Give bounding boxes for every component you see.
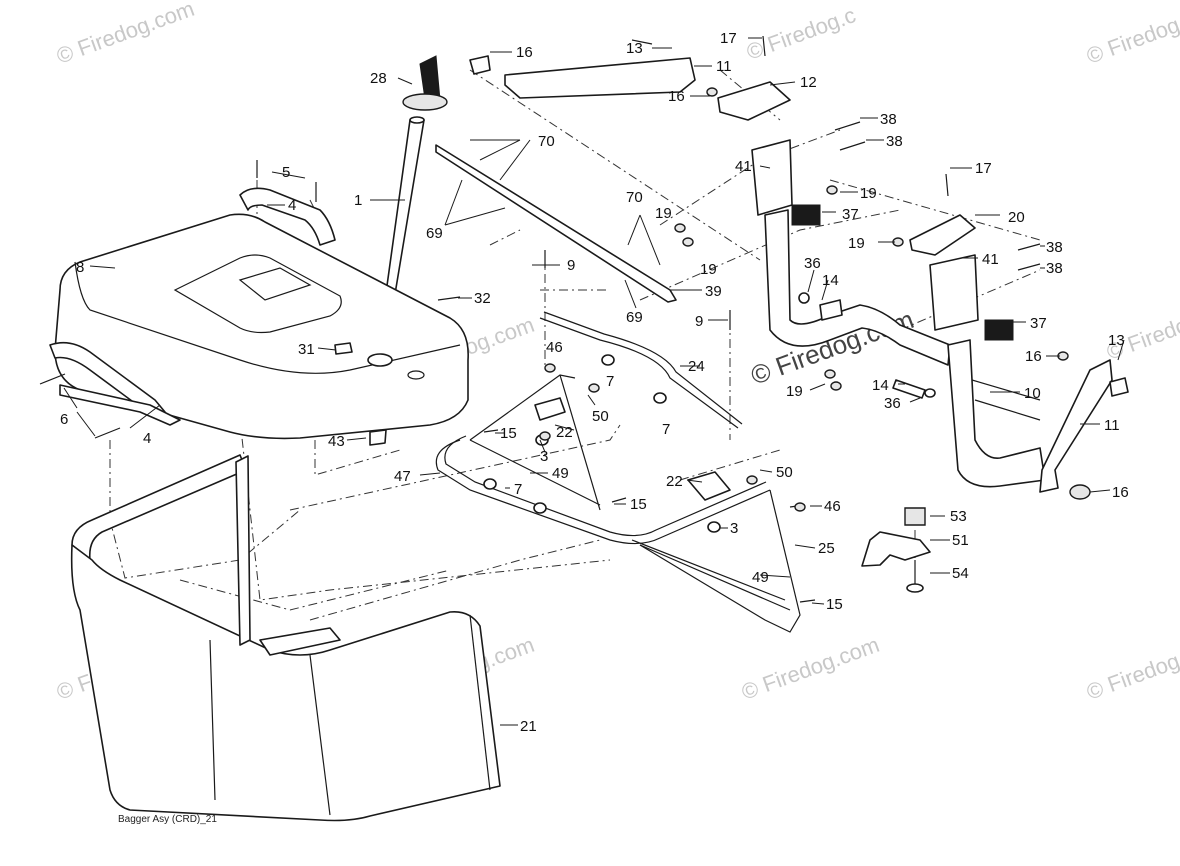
callout-41: 41 (982, 251, 999, 268)
pad-37-upper (791, 204, 821, 226)
callout-1: 1 (354, 192, 362, 209)
callout-24: 24 (688, 358, 705, 375)
callout-19: 19 (700, 261, 717, 278)
bracket-41-upper (751, 139, 793, 216)
callout-37: 37 (1030, 315, 1047, 332)
callout-22: 22 (666, 473, 683, 490)
callout-13: 13 (626, 40, 643, 57)
callout-46: 46 (824, 498, 841, 515)
callout-32: 32 (474, 290, 491, 307)
callout-19: 19 (848, 235, 865, 252)
callout-19: 19 (860, 185, 877, 202)
callout-49: 49 (752, 569, 769, 586)
diagram-caption: Bagger Asy (CRD)_21 (118, 814, 217, 825)
watermark: © Firedog (1083, 12, 1180, 69)
clip-20 (909, 214, 976, 256)
callout-38: 38 (886, 133, 903, 150)
top-strap (504, 57, 696, 99)
leader-lines (63, 37, 1125, 726)
callout-4: 4 (143, 430, 151, 447)
callout-38: 38 (880, 111, 897, 128)
callout-5: 5 (282, 164, 290, 181)
callout-28: 28 (370, 70, 387, 87)
callout-25: 25 (818, 540, 835, 557)
callout-50: 50 (776, 464, 793, 481)
callout-16: 16 (1025, 348, 1042, 365)
callout-43: 43 (328, 433, 345, 450)
callout-51: 51 (952, 532, 969, 549)
side-strap (1039, 359, 1113, 493)
callout-36: 36 (804, 255, 821, 272)
callout-46: 46 (546, 339, 563, 356)
callout-11: 11 (716, 58, 732, 75)
callout-38: 38 (1046, 260, 1063, 277)
callout-12: 12 (800, 74, 817, 91)
cover-handle-top (239, 187, 336, 246)
callout-7: 7 (514, 481, 522, 498)
callout-70: 70 (538, 133, 555, 150)
watermark: © Firedog.com (53, 0, 197, 69)
callout-38: 38 (1046, 239, 1063, 256)
callout-10: 10 (1024, 385, 1041, 402)
assembly-lines (109, 69, 1041, 621)
callout-7: 7 (606, 373, 614, 390)
latch-bracket (861, 507, 931, 593)
callout-41: 41 (735, 158, 752, 175)
callout-16: 16 (516, 44, 533, 61)
callout-20: 20 (1008, 209, 1025, 226)
callout-36: 36 (884, 395, 901, 412)
callout-6: 6 (60, 411, 68, 428)
callout-54: 54 (952, 565, 969, 582)
callout-15: 15 (826, 596, 843, 613)
callout-8: 8 (76, 259, 84, 276)
callout-16: 16 (1112, 484, 1129, 501)
callout-70: 70 (626, 189, 643, 206)
callout-47: 47 (394, 468, 411, 485)
handle-grip (402, 55, 448, 111)
callout-14: 14 (822, 272, 839, 289)
watermark: © Firedog.c (743, 2, 859, 64)
callout-16: 16 (668, 88, 685, 105)
callout-14: 14 (872, 377, 889, 394)
grass-bag (70, 454, 501, 822)
callout-31: 31 (298, 341, 315, 358)
callout-17: 17 (975, 160, 992, 177)
callout-3: 3 (730, 520, 738, 537)
callout-13: 13 (1108, 332, 1125, 349)
callout-15: 15 (500, 425, 517, 442)
pad-37-lower (984, 319, 1014, 341)
support-rod (539, 311, 743, 429)
cover-handle-side (49, 341, 181, 426)
watermark: © Firedog (1083, 648, 1180, 705)
callout-7: 7 (662, 421, 670, 438)
callout-9: 9 (695, 313, 703, 330)
callout-9: 9 (567, 257, 575, 274)
callout-49: 49 (552, 465, 569, 482)
callout-19: 19 (786, 383, 803, 400)
callout-4: 4 (288, 197, 296, 214)
hardware (39, 35, 1129, 603)
callout-53: 53 (950, 508, 967, 525)
callout-69: 69 (426, 225, 443, 242)
callout-3: 3 (540, 448, 548, 465)
callout-37: 37 (842, 206, 859, 223)
clip-12 (717, 81, 791, 121)
callout-50: 50 (592, 408, 609, 425)
callout-39: 39 (705, 283, 722, 300)
callout-15: 15 (630, 496, 647, 513)
callout-22: 22 (556, 424, 573, 441)
callout-17: 17 (720, 30, 737, 47)
callout-19: 19 (655, 205, 672, 222)
callout-11: 11 (1104, 417, 1120, 434)
bracket-41-lower (929, 254, 979, 331)
callout-69: 69 (626, 309, 643, 326)
callouts: 16 13 11 16 17 12 28 70 69 70 69 5 4 1 8… (60, 30, 1129, 735)
rail (435, 144, 677, 303)
callout-21: 21 (520, 718, 537, 735)
main-frame (764, 209, 1046, 488)
watermark: © Firedog.com (738, 632, 882, 705)
